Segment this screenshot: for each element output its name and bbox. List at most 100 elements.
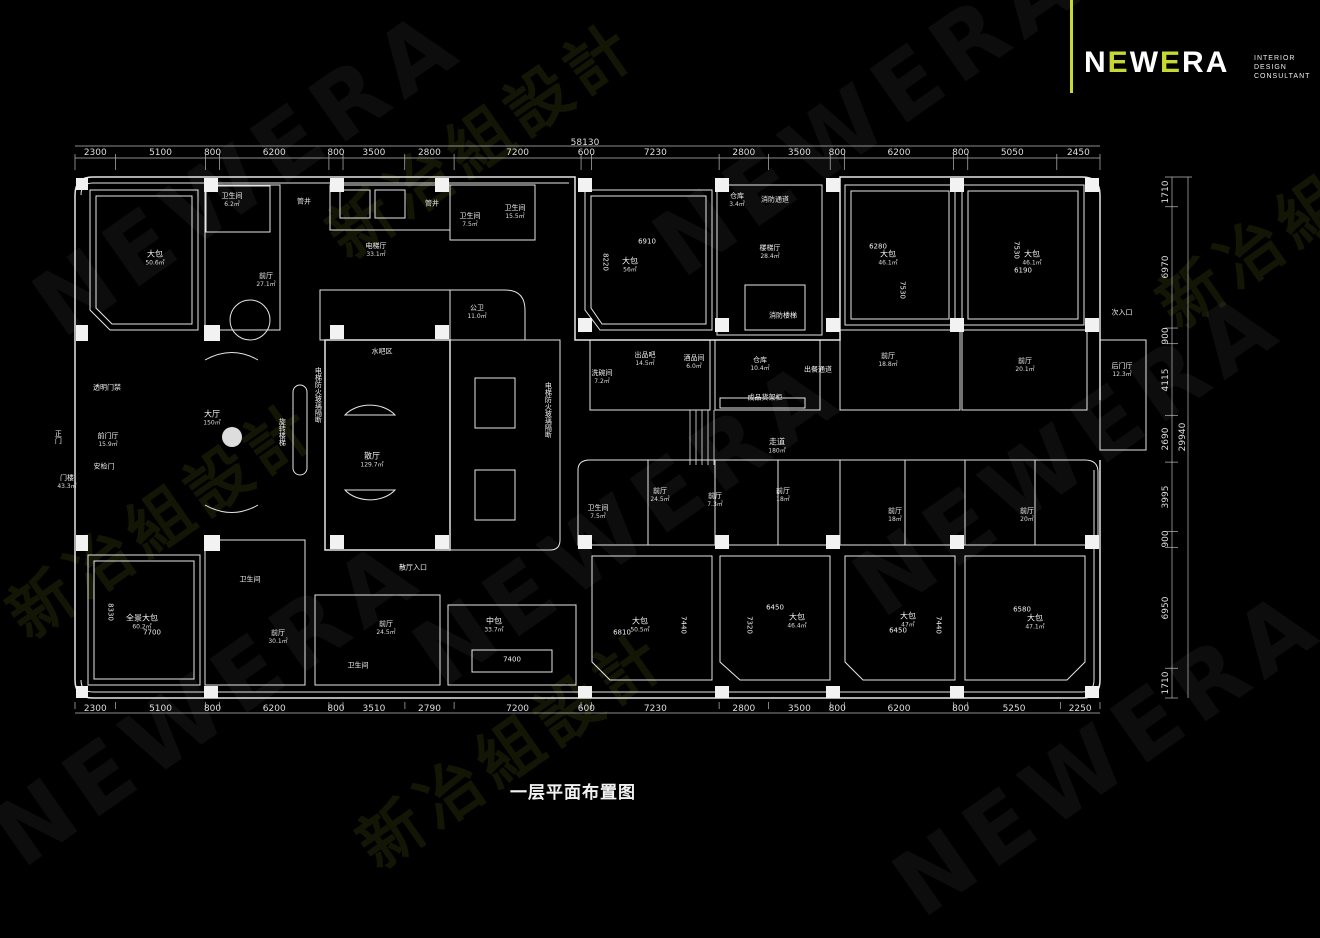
tagline-line: CONSULTANT: [1254, 73, 1311, 80]
dimension-label: 3500: [362, 148, 386, 158]
dimension-label: 900: [1161, 327, 1171, 345]
dimension-label: 4115: [1161, 368, 1171, 391]
dimension-label: 800: [203, 704, 222, 714]
room-label: 电梯防火玻璃隔断: [314, 367, 323, 423]
drawing-title: 一层平面布置图: [510, 783, 636, 803]
dimension-label: 7230: [643, 148, 667, 158]
dimension-label: 2800: [732, 148, 756, 158]
dimension-label: 800: [828, 704, 846, 714]
logo-accent-bar: [1070, 0, 1073, 93]
room-label: 水吧区: [371, 347, 393, 356]
total-width-dim: 58130: [570, 138, 600, 148]
room-dim: 6810: [613, 628, 631, 637]
room-label: 消防通道: [761, 195, 789, 204]
dimension-label: 2800: [417, 148, 441, 158]
dimension-label: 2300: [83, 148, 107, 158]
room-dim: 6580: [1013, 605, 1031, 614]
dimension-label: 2690: [1161, 427, 1171, 451]
room-dim: 6280: [869, 242, 887, 251]
dimension-label: 800: [952, 148, 970, 158]
dimension-label: 3500: [787, 704, 811, 714]
room-dim: 6910: [638, 237, 656, 246]
dimension-label: 2800: [732, 704, 756, 714]
dimension-label: 2790: [418, 704, 441, 714]
dimension-label: 3510: [362, 704, 386, 714]
dimension-label: 800: [203, 148, 222, 158]
room-dim: 7320: [745, 616, 754, 634]
dimension-label: 6200: [262, 704, 286, 714]
room-label: 卫生间: [347, 661, 369, 670]
logo-wordmark: NEWERA: [1084, 46, 1230, 79]
dimension-label: 7230: [643, 704, 667, 714]
dimension-label: 2300: [83, 704, 107, 714]
dimension-label: 6200: [887, 704, 911, 714]
room-dim: 7400: [503, 655, 521, 664]
dimension-label: 600: [577, 704, 595, 714]
room-label: 出餐通道: [804, 365, 832, 374]
dimension-label: 5100: [149, 148, 172, 158]
dimension-label: 900: [1161, 530, 1171, 549]
dimension-label: 6200: [887, 148, 911, 158]
room-label: 电梯防火玻璃隔断: [544, 382, 553, 438]
dimension-label: 6970: [1161, 255, 1171, 279]
room-dim: 8220: [601, 253, 610, 271]
dimension-label: 600: [577, 148, 595, 158]
hall-entry-label: 散厅入口: [399, 563, 427, 572]
walls: [74, 176, 1147, 699]
room-dim: 6450: [889, 626, 907, 635]
secondary-entry-label: 次入口: [1111, 308, 1133, 317]
room-dim: 7530: [1012, 241, 1021, 259]
room-label: 消防楼梯: [769, 311, 797, 320]
logo-tagline: INTERIOR DESIGN CONSULTANT: [1254, 54, 1310, 81]
dimension-label: 800: [828, 148, 846, 158]
dimension-label: 5100: [149, 704, 172, 714]
dimension-label: 6200: [262, 148, 286, 158]
room-label: 成品货架柜: [747, 393, 783, 402]
tagline-line: INTERIOR: [1254, 55, 1296, 62]
dimension-label: 800: [327, 148, 345, 158]
room-dim: 7530: [898, 281, 907, 299]
room-dim: 6190: [1014, 266, 1032, 275]
dimension-label: 5250: [1002, 704, 1026, 714]
room-label: 管井: [425, 199, 439, 208]
dimension-label: 800: [952, 704, 970, 714]
main-entry-label: 正门: [54, 430, 63, 444]
dimension-label: 3995: [1161, 485, 1171, 509]
floor-plan: [74, 145, 1192, 714]
dimension-label: 5050: [1000, 148, 1024, 158]
room-dim: 7700: [143, 628, 161, 637]
